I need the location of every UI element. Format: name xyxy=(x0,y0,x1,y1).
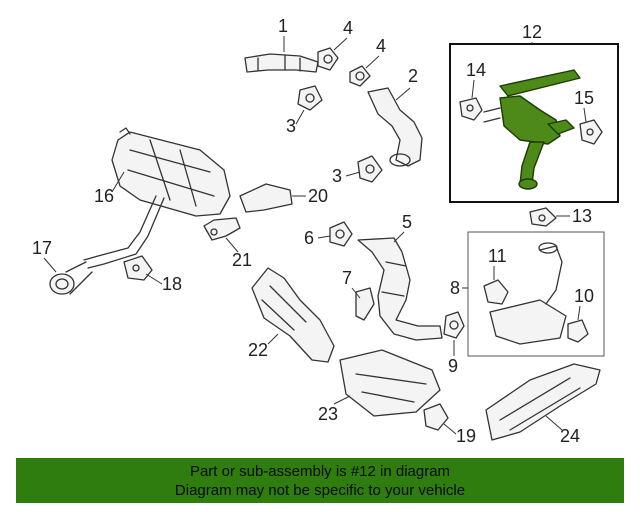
part-21-hanger[interactable] xyxy=(203,217,241,241)
part-8-group-box xyxy=(467,231,605,357)
callout-16: 16 xyxy=(94,186,114,206)
callout-24: 24 xyxy=(560,426,580,446)
part-18-hanger[interactable] xyxy=(123,255,153,281)
tail-pipe xyxy=(83,195,165,269)
callout-12: 12 xyxy=(522,22,542,42)
part-20-bracket[interactable] xyxy=(239,183,293,213)
callout-14: 14 xyxy=(466,60,486,80)
part-22-heat-shield[interactable] xyxy=(251,267,335,363)
part-10-bracket[interactable] xyxy=(567,319,589,343)
part-1-front-pipe[interactable] xyxy=(244,53,319,73)
leader-18 xyxy=(145,273,163,285)
part-2-exhaust-pipe[interactable] xyxy=(367,87,423,167)
leader-6 xyxy=(317,235,331,239)
callout-7: 7 xyxy=(342,268,352,288)
part-19-bracket[interactable] xyxy=(423,403,449,431)
info-banner: Part or sub-assembly is #12 in diagram D… xyxy=(16,458,624,503)
leader-10 xyxy=(577,305,581,321)
part-17-clamp[interactable] xyxy=(49,261,93,295)
callout-18: 18 xyxy=(162,274,182,294)
part-15-hanger[interactable] xyxy=(579,119,603,145)
leader-22 xyxy=(267,333,279,345)
leader-24 xyxy=(545,415,563,431)
callout-22: 22 xyxy=(248,340,268,360)
callout-19: 19 xyxy=(456,426,476,446)
part-24-heat-shield[interactable] xyxy=(485,363,601,441)
leader-5 xyxy=(393,231,405,243)
banner-line-disclaimer: Diagram may not be specific to your vehi… xyxy=(174,482,466,499)
part-12-muffler-assembly[interactable] xyxy=(483,69,581,190)
leader-16 xyxy=(111,171,125,193)
leader-14 xyxy=(471,79,475,99)
callout-17: 17 xyxy=(32,238,52,258)
callout-15: 15 xyxy=(574,88,594,108)
callout-8: 8 xyxy=(450,278,460,298)
leader-4b xyxy=(365,55,380,69)
callout-23: 23 xyxy=(318,404,338,424)
callout-10: 10 xyxy=(574,286,594,306)
leader-3b xyxy=(345,171,361,177)
part-11-bracket[interactable] xyxy=(483,279,509,305)
leader-17 xyxy=(43,257,57,273)
callout-21: 21 xyxy=(232,250,252,270)
part-4-gasket-upper[interactable] xyxy=(317,47,339,71)
part-4-gasket-lower[interactable] xyxy=(349,65,371,87)
callout-4a: 4 xyxy=(343,18,353,38)
part-5-catalytic-converter[interactable] xyxy=(357,237,443,341)
leader-23 xyxy=(333,395,351,405)
callout-9: 9 xyxy=(448,356,458,376)
exhaust-parts-diagram: 1 4 4 3 3 2 16 xyxy=(32,16,619,446)
part-16-rear-muffler[interactable] xyxy=(111,127,231,217)
leader-2 xyxy=(395,87,411,101)
callout-20: 20 xyxy=(308,186,328,206)
callout-13: 13 xyxy=(572,206,592,226)
part-3-gasket-lower[interactable] xyxy=(357,155,383,183)
part-6-gasket[interactable] xyxy=(329,221,353,247)
leader-7 xyxy=(351,287,361,299)
part-13-gasket[interactable] xyxy=(529,207,557,227)
callout-5: 5 xyxy=(402,212,412,232)
part-23-heat-shield[interactable] xyxy=(339,349,441,417)
callout-1: 1 xyxy=(278,16,288,36)
leader-19 xyxy=(443,423,457,435)
part-7-bracket[interactable] xyxy=(355,287,375,321)
callout-2: 2 xyxy=(408,66,418,86)
leader-21 xyxy=(225,237,239,253)
part-14-hanger[interactable] xyxy=(459,97,483,121)
callout-3b: 3 xyxy=(332,166,342,186)
callout-4b: 4 xyxy=(376,36,386,56)
banner-line-part: Part or sub-assembly is #12 in diagram xyxy=(189,463,451,480)
part-9-gasket[interactable] xyxy=(443,311,465,339)
leader-15 xyxy=(583,107,587,123)
callout-11: 11 xyxy=(488,246,507,266)
callout-3a: 3 xyxy=(286,116,296,136)
leader-3a xyxy=(295,109,305,125)
leader-4a xyxy=(333,37,348,51)
callout-6: 6 xyxy=(304,228,314,248)
part-8-alternate-converter[interactable] xyxy=(489,242,567,345)
part-3-gasket-upper[interactable] xyxy=(297,85,323,111)
